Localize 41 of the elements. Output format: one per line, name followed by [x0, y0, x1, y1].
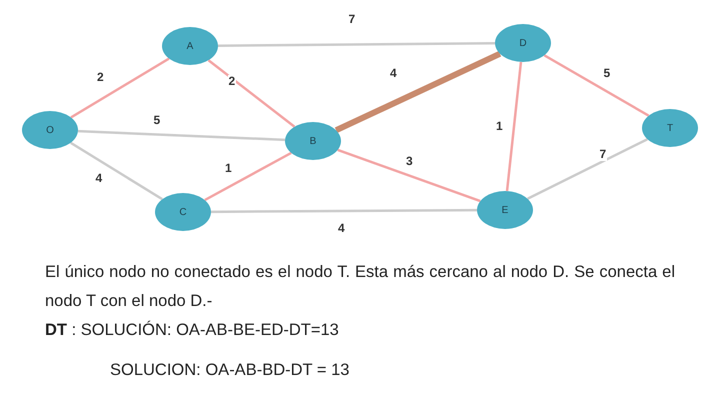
node-letter: D	[519, 38, 527, 48]
node-letter: T	[666, 122, 674, 134]
node-letter: A	[186, 40, 194, 52]
graph-node	[477, 191, 533, 229]
graph-edge	[70, 58, 170, 118]
node-letter: B	[310, 136, 316, 146]
edge-label: 2	[96, 71, 105, 84]
graph-edge	[506, 62, 522, 192]
node-letter: O	[46, 124, 54, 136]
graph-node	[162, 27, 218, 65]
note-text: SOLUCION: OA-AB-BD-DT = 13	[110, 360, 350, 381]
graph-node	[285, 122, 341, 160]
graph-edge	[218, 42, 496, 47]
graph-edge	[334, 51, 502, 133]
node-letter: E	[502, 204, 508, 216]
graph-edge	[337, 148, 481, 202]
edge-label: 2	[228, 74, 236, 88]
graph-edge	[208, 59, 296, 128]
graph-edge	[78, 130, 286, 142]
graph-edge	[544, 54, 650, 117]
edge-label: 4	[389, 67, 398, 80]
note-text: DT : SOLUCIÓN: OA-AB-BE-ED-DT=13	[45, 320, 340, 341]
graph-edge	[70, 142, 163, 200]
edge-label: 3	[405, 154, 414, 168]
edge-label: 7	[598, 148, 608, 161]
graph-edge	[527, 138, 648, 200]
edge-label: 4	[337, 222, 346, 235]
graph-edge	[204, 152, 292, 202]
node-letter: C	[179, 206, 187, 218]
edge-label: 1	[224, 162, 233, 174]
edge-label: 4	[94, 172, 104, 185]
edge-label: 5	[602, 66, 612, 80]
edge-label: 5	[152, 114, 162, 126]
graph-node	[642, 109, 698, 147]
edge-label: 7	[348, 12, 356, 26]
note-text: El único nodo no conectado es el nodo T. Esta más cercano al nodo D. Se conecta el nodo T con el nodo D.-	[45, 262, 675, 312]
graph-node	[155, 193, 211, 231]
edge-label: 1	[495, 120, 504, 132]
graph-edge	[211, 208, 477, 214]
graph-node	[495, 24, 551, 62]
graph-node	[22, 111, 78, 149]
